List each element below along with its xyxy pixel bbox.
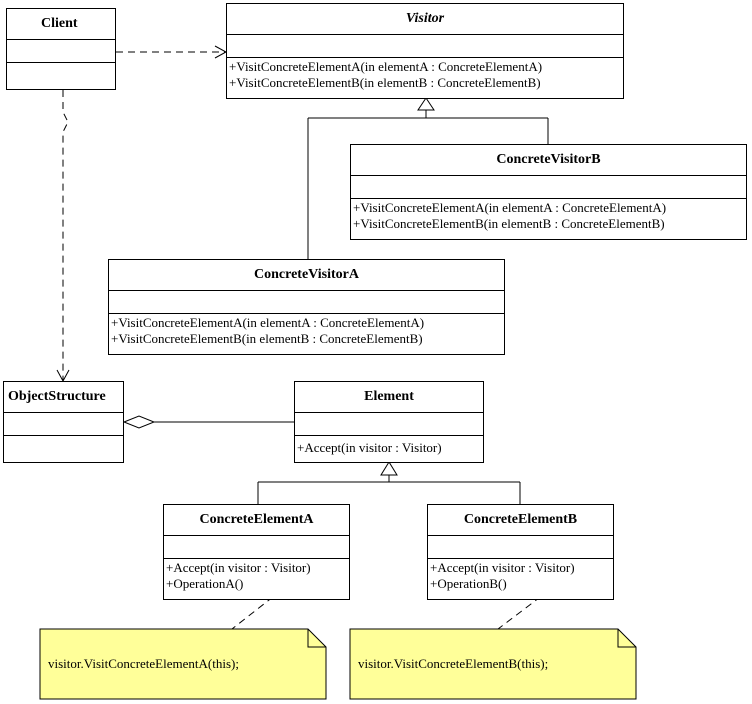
note-a-shape xyxy=(39,628,327,700)
class-name: Visitor xyxy=(227,4,623,35)
class-client[interactable]: Client xyxy=(6,8,116,90)
element-generalization xyxy=(257,461,521,504)
attributes-compartment xyxy=(295,413,483,436)
class-name: Client xyxy=(7,9,115,40)
operations-compartment: +VisitConcreteElementA(in elementA : Con… xyxy=(227,58,623,91)
client-visitor-dependency xyxy=(116,45,228,59)
operations-compartment: +Accept(in visitor : Visitor) +Operation… xyxy=(164,559,349,592)
operations-compartment: +Accept(in visitor : Visitor) +Operation… xyxy=(428,559,613,592)
attributes-compartment xyxy=(428,536,613,559)
class-name: ConcreteElementB xyxy=(428,505,613,536)
attributes-compartment xyxy=(164,536,349,559)
class-concrete-element-b[interactable]: ConcreteElementB +Accept(in visitor : Vi… xyxy=(427,504,614,600)
operation: +VisitConcreteElementB(in elementB : Con… xyxy=(353,216,665,231)
objectstructure-element-aggregation xyxy=(122,415,294,429)
operation: +OperationB() xyxy=(430,576,507,591)
operation: +VisitConcreteElementA(in elementA : Con… xyxy=(229,59,543,74)
class-element[interactable]: Element +Accept(in visitor : Visitor) xyxy=(294,381,484,463)
operation: +Accept(in visitor : Visitor) xyxy=(166,560,311,575)
class-concrete-element-a[interactable]: ConcreteElementA +Accept(in visitor : Vi… xyxy=(163,504,350,600)
operation: +Accept(in visitor : Visitor) xyxy=(297,440,442,455)
attributes-compartment xyxy=(351,176,746,199)
operation: +VisitConcreteElementB(in elementB : Con… xyxy=(111,331,423,346)
class-object-structure[interactable]: ObjectStructure xyxy=(3,381,124,463)
attributes-compartment xyxy=(7,40,115,63)
operations-compartment xyxy=(7,63,115,85)
class-name: ObjectStructure xyxy=(4,382,123,413)
class-name: ConcreteVisitorB xyxy=(351,145,746,176)
attributes-compartment xyxy=(227,35,623,58)
note-a-text: visitor.VisitConcreteElementA(this); xyxy=(48,656,239,671)
attributes-compartment xyxy=(4,413,123,436)
note-b-shape xyxy=(349,628,637,700)
operations-compartment: +VisitConcreteElementA(in elementA : Con… xyxy=(351,199,746,232)
operation: +VisitConcreteElementB(in elementB : Con… xyxy=(229,75,541,90)
class-name: Element xyxy=(295,382,483,413)
class-name: ConcreteVisitorA xyxy=(109,260,504,291)
operation: +VisitConcreteElementA(in elementA : Con… xyxy=(111,315,425,330)
operations-compartment: +Accept(in visitor : Visitor) xyxy=(295,436,483,456)
client-objectstructure-dependency xyxy=(56,90,70,383)
class-concrete-visitor-a[interactable]: ConcreteVisitorA +VisitConcreteElementA(… xyxy=(108,259,505,355)
note-b-text: visitor.VisitConcreteElementB(this); xyxy=(358,656,549,671)
attributes-compartment xyxy=(109,291,504,314)
visitor-generalization xyxy=(307,97,549,259)
operation: +Accept(in visitor : Visitor) xyxy=(430,560,575,575)
operation: +OperationA() xyxy=(166,576,244,591)
class-concrete-visitor-b[interactable]: ConcreteVisitorB +VisitConcreteElementA(… xyxy=(350,144,747,240)
operations-compartment xyxy=(4,436,123,458)
operation: +VisitConcreteElementA(in elementA : Con… xyxy=(353,200,667,215)
class-visitor[interactable]: Visitor +VisitConcreteElementA(in elemen… xyxy=(226,3,624,99)
operations-compartment: +VisitConcreteElementA(in elementA : Con… xyxy=(109,314,504,347)
class-name: ConcreteElementA xyxy=(164,505,349,536)
